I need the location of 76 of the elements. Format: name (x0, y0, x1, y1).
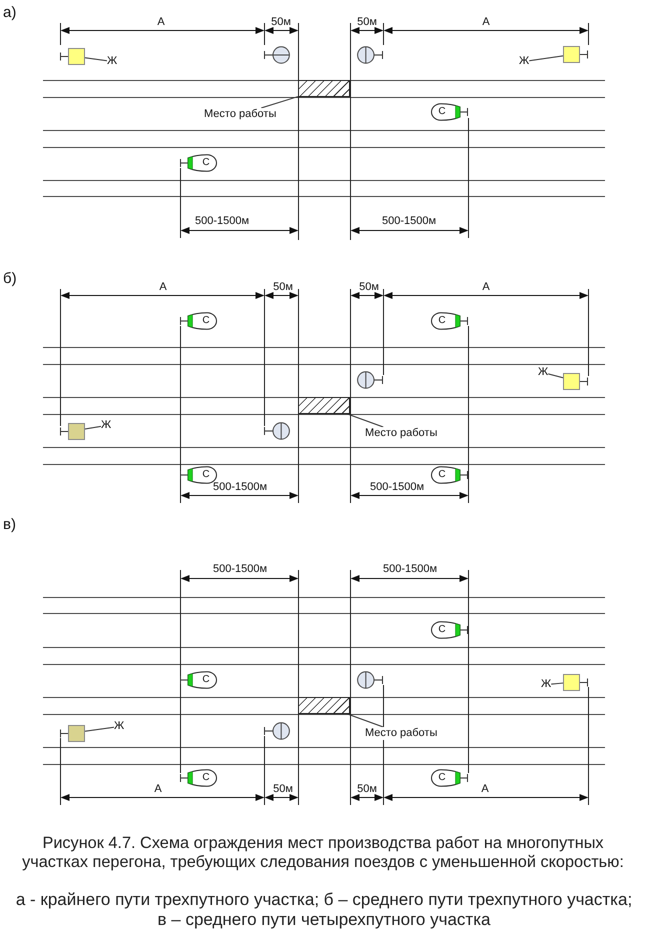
signal-sign (430, 466, 468, 484)
signal-label: Ж (114, 720, 124, 733)
panel-letter: в) (3, 516, 16, 534)
dimension-label: 500-1500м (212, 480, 268, 494)
signal-plate (60, 422, 85, 440)
callout-label: Место работы (203, 108, 278, 121)
leader-line (260, 96, 298, 108)
signal-sign (430, 621, 468, 639)
dimension-label: А (154, 782, 162, 796)
signal-label: Ж (107, 55, 118, 68)
sign-letter: С (437, 106, 447, 118)
signal-sign (180, 769, 218, 787)
leader-line (84, 57, 108, 62)
signal-sign (180, 466, 218, 484)
dimension-label: 500-1500м (212, 562, 268, 576)
panel-letter: б) (3, 270, 17, 288)
signal-sign (180, 312, 218, 330)
signal-sign (430, 312, 468, 330)
leader-line (84, 726, 114, 732)
sign-letter: С (437, 772, 447, 784)
panel-letter: а) (3, 4, 16, 22)
leader-line (550, 682, 564, 685)
signal-sign (180, 671, 218, 689)
signal-sign (430, 769, 468, 787)
leader-line (346, 414, 384, 428)
dimension-label: 500-1500м (194, 214, 250, 228)
dimension-label: А (157, 15, 165, 29)
signal-disc (264, 46, 290, 64)
dimension-label: 50м (273, 782, 293, 796)
hatched-work-area (298, 397, 350, 414)
dimension-label: А (482, 280, 490, 294)
dimension-label: 500-1500м (382, 562, 438, 576)
sign-letter: С (201, 315, 211, 327)
sign-letter: С (201, 674, 211, 686)
callout-label: Место работы (364, 427, 438, 440)
figure-caption: Рисунок 4.7. Схема ограждения мест производства работ на многопутных участках перегона, требующих следования поездов с уменьшенной скоростью: (21, 834, 625, 872)
hatched-work-area (298, 80, 350, 97)
signal-label: Ж (541, 678, 552, 691)
leader-line (346, 714, 384, 728)
leader-line (528, 55, 564, 62)
signal-disc (357, 46, 383, 64)
sign-letter: С (201, 772, 211, 784)
caption-note: а - крайнего пути трехпутного участка; б – среднего пути трехпутного участка; в – среднего пути четырехпутного участка (14, 890, 634, 929)
callout-label: Место работы (364, 727, 438, 740)
dimension-label: А (159, 280, 167, 294)
leader-line (84, 426, 102, 430)
dimension-label: 50м (359, 280, 379, 294)
signal-plate (563, 674, 588, 690)
signal-label: Ж (101, 419, 112, 432)
signal-plate (60, 724, 85, 742)
sign-letter: С (201, 469, 211, 481)
dimension-label: А (481, 782, 489, 796)
dimension-label: 50м (271, 15, 291, 29)
dimension-label: 50м (357, 782, 377, 796)
sign-letter: С (437, 624, 447, 636)
signal-sign (180, 154, 218, 172)
dimension-label: 500-1500м (382, 214, 436, 228)
signal-plate (563, 372, 588, 390)
signal-plate (563, 46, 588, 62)
dimension-label: 50м (273, 280, 293, 294)
hatched-work-area (298, 697, 350, 714)
leader-line (548, 373, 564, 378)
dimension-label: 500-1500м (370, 480, 424, 494)
sign-letter: С (437, 469, 447, 481)
dimension-label: А (482, 15, 490, 29)
signal-label: Ж (519, 55, 530, 68)
signal-sign (430, 103, 468, 121)
signal-disc (264, 722, 290, 740)
sign-letter: С (201, 157, 211, 169)
signal-disc (357, 671, 383, 689)
dimension-label: 50м (357, 15, 377, 29)
sign-letter: С (437, 315, 447, 327)
signal-disc (357, 371, 383, 389)
signal-plate (60, 48, 85, 64)
signal-disc (264, 422, 290, 440)
signal-label: Ж (538, 366, 548, 379)
